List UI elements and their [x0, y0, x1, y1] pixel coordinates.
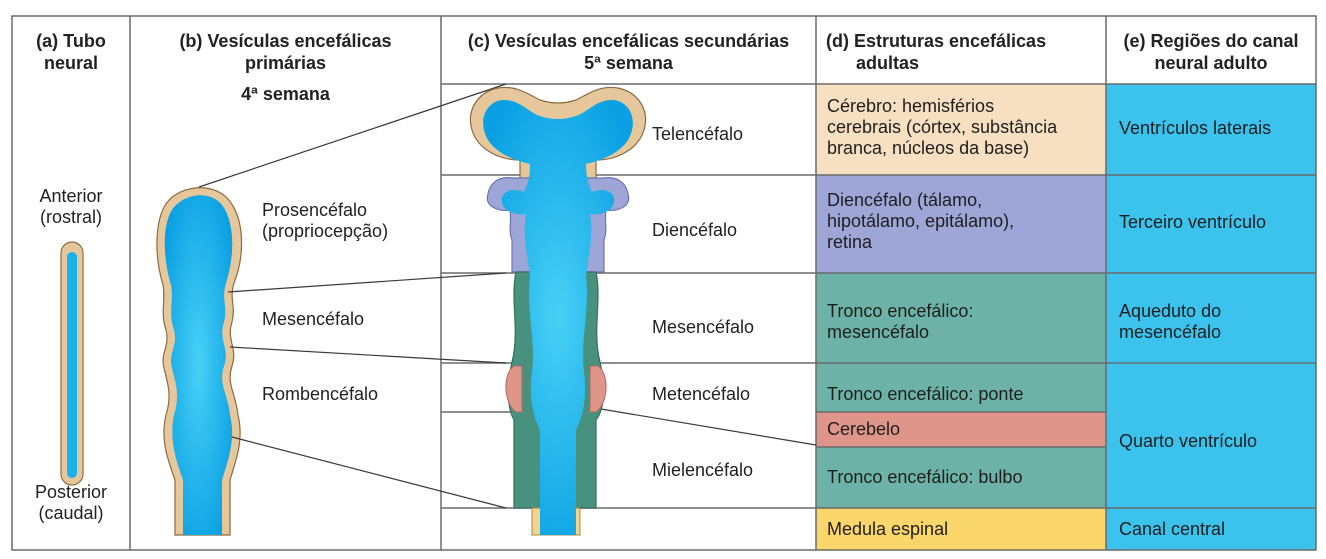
metencephalon-label: Metencéfalo	[652, 384, 751, 404]
posterior-line2: (caudal)	[38, 503, 104, 523]
cerebrum-line3: branca, núcleos da base)	[827, 138, 1030, 158]
fourth-ventricle-text: Quarto ventrículo	[1119, 431, 1258, 451]
cell-midbrain-structure	[816, 273, 1106, 363]
myelencephalon-label: Mielencéfalo	[652, 460, 754, 480]
midbrain-line1: Tronco encefálico:	[827, 301, 974, 321]
cell-medulla-structure	[816, 447, 1106, 508]
cell-spinal-structure	[816, 508, 1106, 550]
diencephalon-structure-line3: retina	[827, 232, 873, 252]
header-b-line1: (b) Vesículas encefálicas	[179, 31, 392, 51]
primary-mesencephalon-label: Mesencéfalo	[262, 309, 365, 329]
posterior-line1: Posterior	[34, 482, 108, 502]
anterior-line2: (rostral)	[40, 207, 102, 227]
neural-tube-drawing	[60, 241, 84, 486]
cell-telencephalon-structure	[816, 84, 1106, 175]
medulla-text: Tronco encefálico: bulbo	[827, 467, 1023, 487]
diencephalon-structure-text: Diencéfalo (tálamo, hipotálamo, epitálam…	[827, 190, 1014, 253]
header-b-line2: primárias	[244, 53, 327, 73]
diencephalon-structure-line1: Diencéfalo (tálamo,	[827, 190, 983, 210]
cell-pons-structure	[816, 363, 1106, 412]
rhombencephalon-label: Rombencéfalo	[262, 384, 379, 404]
header-a-line1: (a) Tubo	[36, 31, 106, 51]
cerebellum-text: Cerebelo	[827, 419, 901, 439]
lateral-ventricles-text: Ventrículos laterais	[1119, 118, 1272, 138]
diencephalon-structure-line2: hipotálamo, epitálamo),	[827, 211, 1015, 231]
central-canal-text: Canal central	[1119, 519, 1226, 539]
header-a: (a) Tubo neural	[12, 30, 130, 74]
third-ventricle-text: Terceiro ventrículo	[1119, 212, 1267, 232]
cerebrum-line2: cerebrais (córtex, substância	[827, 117, 1058, 137]
cell-canal-regions	[1106, 84, 1316, 550]
pons-text: Tronco encefálico: ponte	[827, 384, 1024, 404]
primary-vesicles-drawing	[156, 187, 243, 536]
prosencephalon-label: Prosencéfalo (propriocepção)	[262, 200, 388, 242]
spinal-cord-text: Medula espinal	[827, 519, 949, 539]
midbrain-line2: mesencéfalo	[827, 322, 930, 342]
telencephalon-label: Telencéfalo	[652, 124, 744, 144]
cell-cerebellum-structure	[816, 412, 1106, 447]
prosencephalon-line2: (propriocepção)	[262, 221, 389, 241]
header-e-line1: (e) Regiões do canal	[1123, 31, 1299, 51]
header-c-week: 5ª semana	[584, 53, 673, 73]
header-a-line2: neural	[43, 53, 99, 73]
header-e: (e) Regiões do canal neural adulto	[1106, 30, 1316, 74]
header-b: (b) Vesículas encefálicas primárias	[130, 30, 441, 74]
midbrain-structure-text: Tronco encefálico: mesencéfalo	[827, 301, 973, 343]
secondary-vesicles-drawing	[469, 86, 647, 536]
header-d: (d) Estruturas encefálicas adultas	[826, 30, 1046, 74]
posterior-label: Posterior (caudal)	[12, 482, 130, 524]
header-d-line2: adultas	[856, 53, 920, 73]
diencephalon-label: Diencéfalo	[652, 220, 738, 240]
anterior-line1: Anterior	[39, 186, 103, 206]
prosencephalon-line1: Prosencéfalo	[262, 200, 368, 220]
header-e-line2: neural adulto	[1154, 53, 1268, 73]
aqueduct-line1: Aqueduto do	[1119, 301, 1222, 321]
header-d-line1: (d) Estruturas encefálicas	[826, 31, 1047, 51]
header-c: (c) Vesículas encefálicas secundárias 5ª…	[441, 30, 816, 74]
aqueduct-text: Aqueduto do mesencéfalo	[1119, 301, 1221, 343]
header-b-week: 4ª semana	[241, 84, 330, 104]
secondary-mesencephalon-label: Mesencéfalo	[652, 317, 755, 337]
cell-diencephalon-structure	[816, 175, 1106, 273]
aqueduct-line2: mesencéfalo	[1119, 322, 1222, 342]
header-c-line1: (c) Vesículas encefálicas secundárias	[467, 31, 790, 51]
cerebrum-line1: Cérebro: hemisférios	[827, 96, 995, 116]
cerebrum-text: Cérebro: hemisférios cerebrais (córtex, …	[827, 96, 1057, 159]
anterior-label: Anterior (rostral)	[12, 186, 130, 228]
